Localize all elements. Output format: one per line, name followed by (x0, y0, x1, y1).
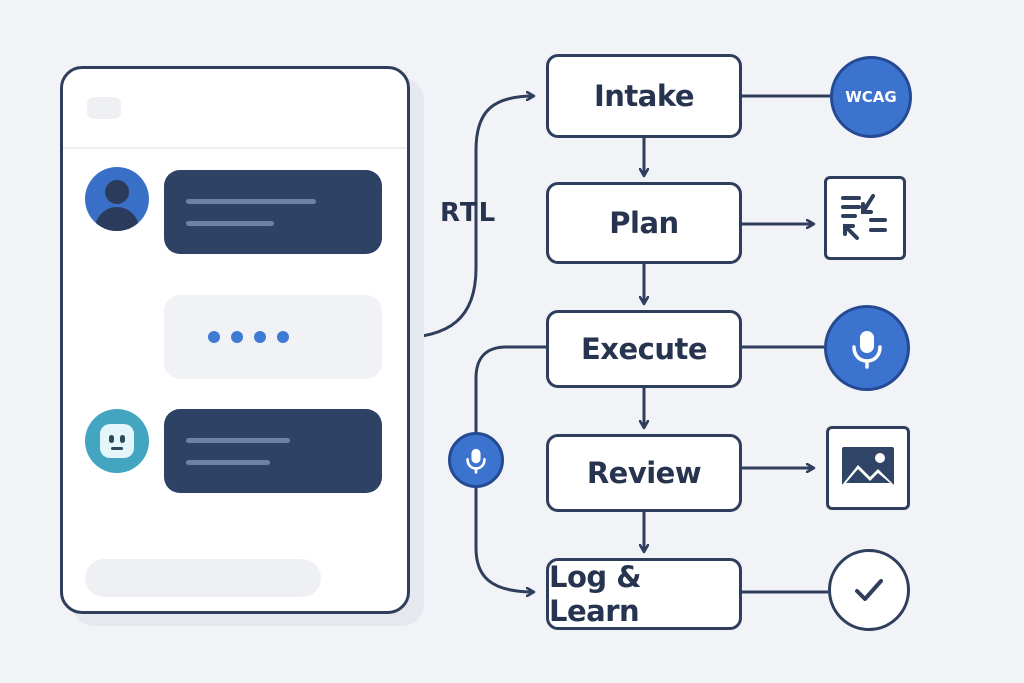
text-placeholder-line (186, 199, 316, 204)
typing-dot (231, 331, 243, 343)
avatar-body (95, 207, 139, 231)
avatar-head (105, 180, 129, 204)
typing-dot (254, 331, 266, 343)
chat-panel (60, 66, 410, 614)
robot-mouth (111, 447, 123, 450)
text-placeholder-line (186, 438, 290, 443)
bot-message-bubble (164, 409, 382, 493)
image-glyph (842, 447, 894, 489)
message-input[interactable] (85, 559, 321, 597)
image-icon[interactable] (826, 426, 910, 510)
chat-header (63, 69, 407, 149)
branch-execute-log (474, 345, 546, 592)
microphone-icon-small[interactable] (448, 432, 504, 488)
user-message-bubble (164, 170, 382, 254)
node-intake[interactable]: Intake (546, 54, 742, 138)
microphone-icon[interactable] (824, 305, 910, 391)
node-review[interactable]: Review (546, 434, 742, 512)
microphone-glyph (852, 331, 882, 369)
typing-dot (277, 331, 289, 343)
robot-face-icon (85, 409, 149, 473)
text-direction-glyph (841, 194, 887, 240)
wcag-badge-icon[interactable]: WCAG (830, 56, 912, 138)
node-execute[interactable]: Execute (546, 310, 742, 388)
rtl-label: RTL (440, 198, 497, 228)
text-placeholder-line (186, 221, 274, 226)
microphone-glyph (466, 448, 486, 474)
typing-indicator (164, 295, 382, 379)
wcag-label: WCAG (845, 88, 897, 106)
rtl-connector (395, 96, 534, 340)
robot-eye (120, 435, 125, 443)
node-log-learn[interactable]: Log & Learn (546, 558, 742, 630)
node-plan[interactable]: Plan (546, 182, 742, 264)
user-avatar-icon (85, 167, 149, 231)
robot-face (100, 424, 134, 458)
typing-dot (208, 331, 220, 343)
text-direction-icon[interactable] (824, 176, 906, 260)
header-placeholder (87, 97, 121, 119)
text-placeholder-line (186, 460, 270, 465)
robot-eye (109, 435, 114, 443)
checkmark-glyph (855, 579, 883, 601)
checkmark-icon[interactable] (828, 549, 910, 631)
